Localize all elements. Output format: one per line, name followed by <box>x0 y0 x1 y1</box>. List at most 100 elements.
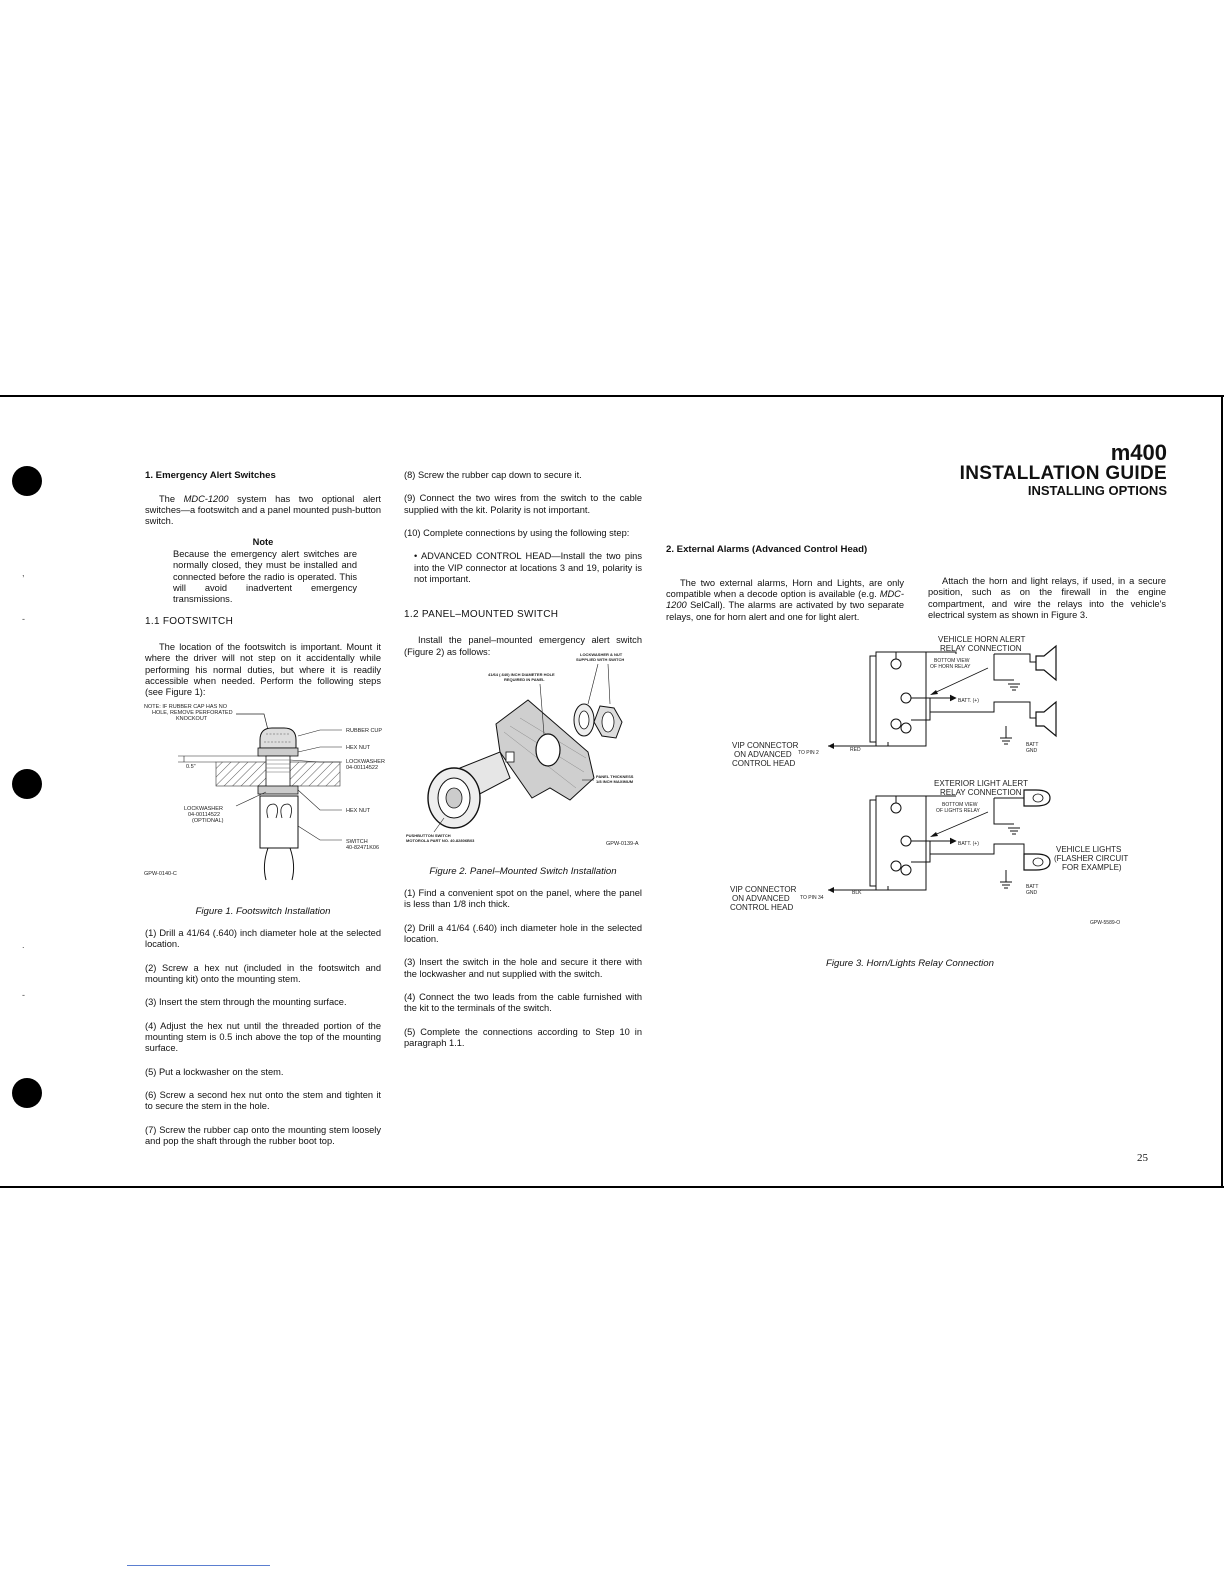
fig3-light-title: RELAY CONNECTION <box>940 788 1022 797</box>
scan-mark: . <box>22 940 25 950</box>
fig2-label-panel: 1/8 INCH MAXIMUM <box>596 779 634 784</box>
fig3-to-pin34: TO PIN 34 <box>800 895 824 901</box>
step-item: (4) Connect the two leads from the cable… <box>404 991 642 1014</box>
fig3-wire-blk: BLK <box>852 890 862 896</box>
section-heading: 1. Emergency Alert Switches <box>145 470 276 481</box>
fig3-gnd: GND <box>1026 890 1038 896</box>
fig1-note: NOTE: IF RUBBER CAP HAS NO <box>144 704 228 710</box>
intro-paragraph: The MDC-1200 system has two optional ale… <box>145 493 382 527</box>
figure-1-caption: Figure 1. Footswitch Installation <box>195 906 331 917</box>
fig1-label-lockwasher-left: LOCKWASHER <box>184 806 223 812</box>
column-2-top: (8) Screw the rubber cap down to secure … <box>404 470 642 667</box>
fig3-gnd: GND <box>1026 748 1038 754</box>
footswitch-paragraph: The location of the footswitch is import… <box>145 641 381 698</box>
step-item: (10) Complete connections by using the f… <box>404 527 630 538</box>
external-alarms-paragraph: The two external alarms, Horn and Lights… <box>666 577 904 622</box>
fig1-note: KNOCKOUT <box>176 716 208 722</box>
figure-3-relay-diagram: VEHICLE HORN ALERT RELAY CONNECTION VIP … <box>730 635 1128 926</box>
guide-header: m400 INSTALLATION GUIDE INSTALLING OPTIO… <box>960 442 1167 498</box>
fig1-label-switch-pn: 40-82471K06 <box>346 845 379 851</box>
fig2-label-panel: PANEL THICKNESS <box>596 774 634 779</box>
step-item: (1) Drill a 41/64 (.640) inch diameter h… <box>145 928 381 950</box>
scan-mark: - <box>22 614 25 624</box>
fig3-vip-label: VIP CONNECTOR <box>730 885 797 894</box>
fig3-bottom-view-lights: OF LIGHTS RELAY <box>936 808 980 814</box>
fig2-code: GPW-0139-A <box>606 841 639 847</box>
fig1-code: GPW-0140-C <box>144 871 177 877</box>
fig2-label-pushbutton: PUSHBUTTON SWITCH <box>406 833 451 838</box>
page-number: 25 <box>1137 1152 1148 1164</box>
figure-2-panel-switch-diagram: LOCKWASHER & NUT SUPPLIED WITH SWITCH 41… <box>406 652 639 847</box>
step-item: (6) Screw a second hex nut onto the stem… <box>145 1089 381 1112</box>
fig3-bottom-view-horn: OF HORN RELAY <box>930 664 971 670</box>
fig3-batt-plus: BATT. (+) <box>958 698 979 704</box>
section-heading: 2. External Alarms (Advanced Control Hea… <box>666 544 868 555</box>
advanced-control-head-bullet: • ADVANCED CONTROL HEAD—Install the two … <box>414 551 642 584</box>
scan-mark: , <box>22 568 25 578</box>
scan-mark: - <box>22 990 25 1000</box>
figure-2-caption: Figure 2. Panel–Mounted Switch Installat… <box>429 866 617 877</box>
fig1-dimension: 0.5" <box>186 764 196 770</box>
fig3-horn-title: RELAY CONNECTION <box>940 644 1022 653</box>
step-item: (8) Screw the rubber cap down to secure … <box>404 470 582 480</box>
fig1-note: HOLE, REMOVE PERFORATED <box>152 710 233 716</box>
fig3-vip-label: ON ADVANCED <box>732 894 790 903</box>
step-item: (2) Drill a 41/64 (.640) inch diameter h… <box>404 922 642 944</box>
fig3-horn-title: VEHICLE HORN ALERT <box>938 635 1026 644</box>
relay-mounting-paragraph: Attach the horn and light relays, if use… <box>928 576 1166 620</box>
column-4: Attach the horn and light relays, if use… <box>928 576 1166 630</box>
fig3-vehicle-lights: (FLASHER CIRCUIT <box>1054 854 1128 863</box>
figure-1-footswitch-diagram: NOTE: IF RUBBER CAP HAS NO HOLE, REMOVE … <box>144 704 385 881</box>
fig1-label-rubber-cup: RUBBER CUP <box>346 728 382 734</box>
guide-title: INSTALLATION GUIDE <box>959 463 1167 484</box>
fig2-label-hole: REQUIRED IN PANEL <box>504 677 545 682</box>
fig2-label-hole: 41/64 (.640) INCH DIAMETER HOLE <box>488 672 555 677</box>
fig3-batt-plus: BATT. (+) <box>958 841 979 847</box>
step-item: (4) Adjust the hex nut until the threade… <box>145 1020 381 1054</box>
fig1-label-lockwasher-pn: 04-00114522 <box>346 765 378 771</box>
panel-switch-steps: (1) Find a convenient spot on the panel,… <box>404 888 642 1061</box>
fig3-code: GPW-5589-O <box>1090 920 1120 926</box>
step-item: (5) Complete the connections according t… <box>404 1026 642 1048</box>
page-bottom-border <box>0 1186 1224 1188</box>
fig1-label-optional: (OPTIONAL) <box>192 818 224 824</box>
column-3: 2. External Alarms (Advanced Control Hea… <box>666 544 904 632</box>
binder-hole-icon <box>12 769 42 799</box>
fig3-to-pin2: TO PIN 2 <box>798 750 819 756</box>
page-right-border <box>1221 395 1223 1188</box>
binder-hole-icon <box>12 1078 42 1108</box>
guide-subtitle: INSTALLING OPTIONS <box>1027 482 1167 498</box>
fig1-label-lockwasher: LOCKWASHER <box>346 759 385 765</box>
step-item: (1) Find a convenient spot on the panel,… <box>404 888 642 910</box>
subsection-heading: 1.2 PANEL–MOUNTED SWITCH <box>404 609 559 621</box>
fig1-label-switch: SWITCH <box>346 839 368 845</box>
bottom-underline <box>127 1565 270 1566</box>
binder-hole-icon <box>12 466 42 496</box>
fig3-light-title: EXTERIOR LIGHT ALERT <box>934 779 1028 788</box>
model-name: m400 <box>1110 440 1167 465</box>
step-item: (9) Connect the two wires from the switc… <box>404 493 642 515</box>
column-1-top: 1. Emergency Alert Switches The MDC-1200… <box>145 470 381 707</box>
fig3-batt: BATT <box>1026 884 1038 890</box>
page-top-border <box>0 395 1224 397</box>
note-title: Note <box>252 536 274 547</box>
fig2-label-pushbutton: MOTOROLA PART NO. 40-82806B03 <box>406 838 475 843</box>
note-text: Because the emergency alert switches are… <box>173 549 357 605</box>
step-item: (3) Insert the switch in the hole and se… <box>404 957 642 979</box>
fig3-batt: BATT <box>1026 742 1038 748</box>
fig3-vehicle-lights: FOR EXAMPLE) <box>1062 863 1122 872</box>
step-item: (3) Insert the stem through the mounting… <box>145 997 347 1008</box>
footswitch-steps: (1) Drill a 41/64 (.640) inch diameter h… <box>145 928 381 1159</box>
fig2-label-lockwasher: SUPPLIED WITH SWITCH <box>576 657 624 662</box>
fig3-vip-label: ON ADVANCED <box>734 750 792 759</box>
fig2-label-lockwasher: LOCKWASHER & NUT <box>580 652 623 657</box>
fig3-vehicle-lights: VEHICLE LIGHTS <box>1056 845 1121 854</box>
fig3-bottom-view-lights: BOTTOM VIEW <box>942 802 978 808</box>
fig3-vip-label: CONTROL HEAD <box>730 903 793 912</box>
fig1-label-hex-nut-2: HEX NUT <box>346 808 371 814</box>
subsection-heading: 1.1 FOOTSWITCH <box>145 615 234 627</box>
fig3-vip-label: VIP CONNECTOR <box>732 741 799 750</box>
step-item: (5) Put a lockwasher on the stem. <box>145 1066 284 1077</box>
fig3-vip-label: CONTROL HEAD <box>732 759 795 768</box>
panel-switch-paragraph: Install the panel–mounted emergency aler… <box>404 635 642 657</box>
